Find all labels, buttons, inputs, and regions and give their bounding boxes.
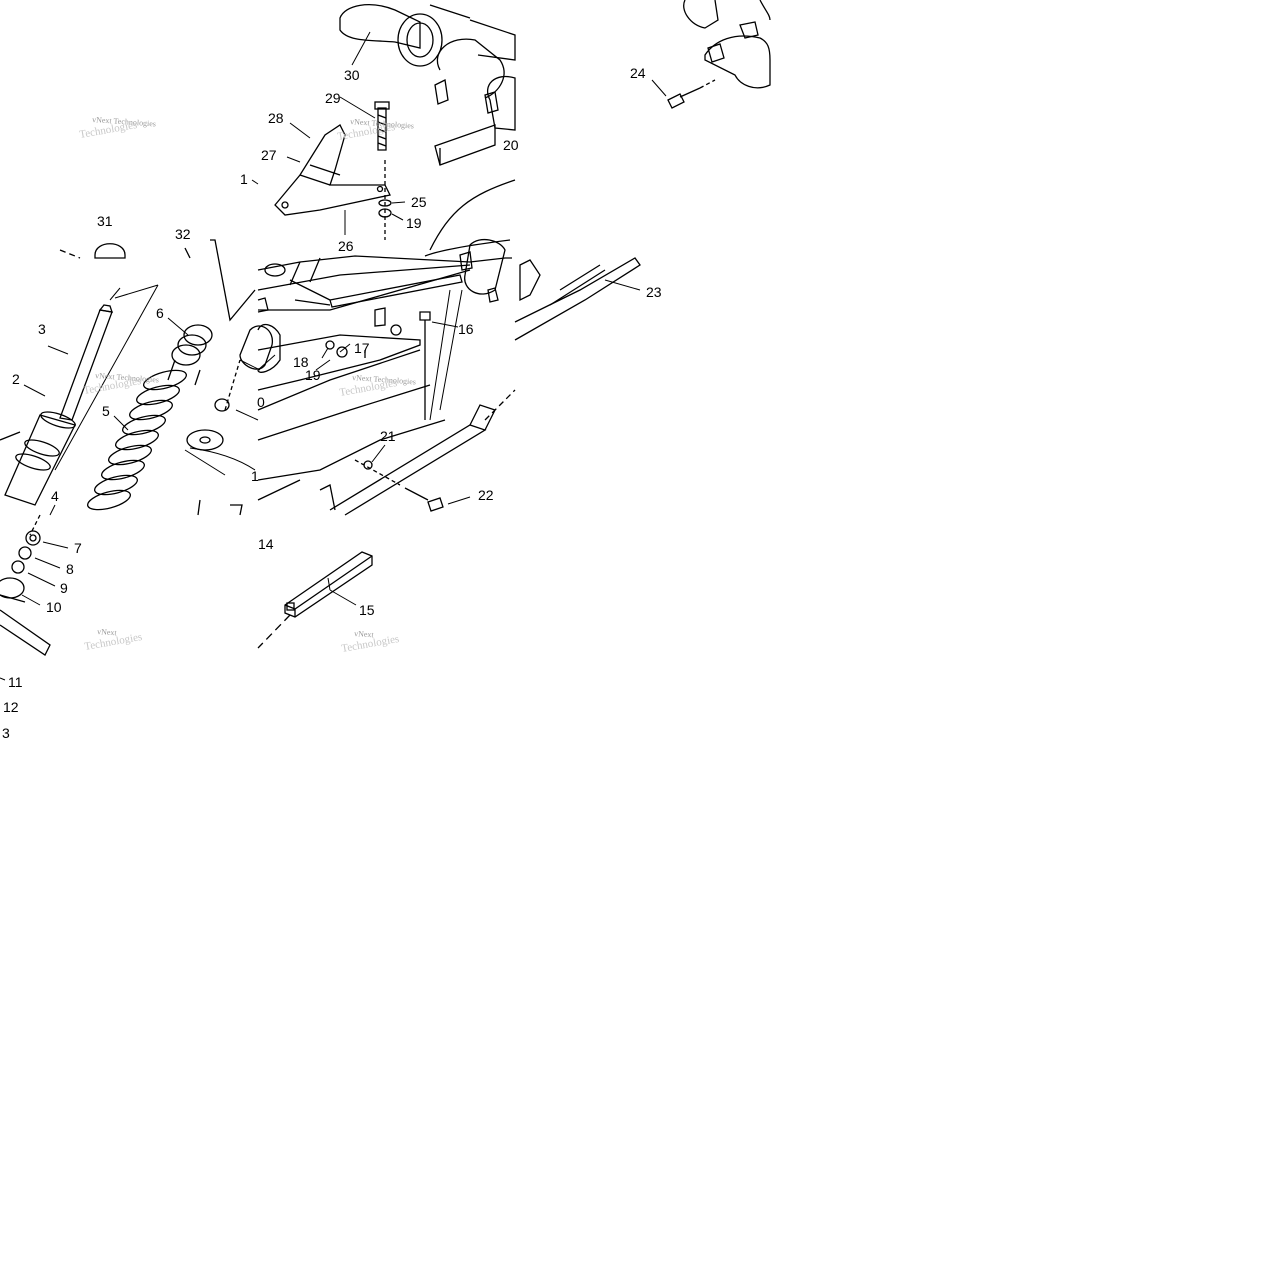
tile-center — [257, 238, 516, 516]
clamp-half-upper — [436, 38, 505, 99]
callout-20: 20 — [503, 137, 519, 153]
washer-1 — [186, 429, 224, 451]
washer-8 — [18, 546, 32, 560]
callout-6: 6 — [156, 305, 164, 321]
washer-9 — [11, 560, 25, 574]
bolt-24 — [667, 87, 701, 109]
callout-14: 14 — [258, 536, 274, 552]
coil-spring — [86, 369, 188, 511]
callout-12: 12 — [3, 699, 19, 715]
callout-16: 16 — [458, 321, 474, 337]
shock-body — [4, 414, 76, 506]
callout-2: 2 — [12, 371, 20, 387]
callout-10: 10 — [46, 599, 62, 615]
tile-mid-left — [0, 239, 273, 516]
svg-text:vNext: vNext — [97, 627, 118, 637]
callout-19-top: 19 — [406, 215, 422, 231]
svg-text:vNext: vNext — [354, 629, 375, 639]
callout-5: 5 — [102, 403, 110, 419]
callout-labels: 30 29 28 27 1 25 19 26 20 24 31 32 3 6 2… — [2, 65, 662, 741]
callout-11: 11 — [8, 674, 23, 690]
rail-bar — [329, 424, 487, 516]
callout-3-mid: 3 — [38, 321, 46, 337]
callout-3-bottom: 3 — [2, 725, 10, 741]
callout-32: 32 — [175, 226, 191, 242]
callout-31: 31 — [97, 213, 113, 229]
callout-7: 7 — [74, 540, 82, 556]
callout-21: 21 — [380, 428, 396, 444]
clamp-upper-right — [683, 0, 719, 29]
bolt-22 — [404, 487, 444, 512]
callout-19-mid: 19 — [305, 367, 321, 383]
axle-bar — [0, 609, 51, 656]
callout-8: 8 — [66, 561, 74, 577]
mount-bracket — [274, 124, 391, 216]
bolt-16 — [419, 311, 431, 420]
callout-29: 29 — [325, 90, 341, 106]
callout-30: 30 — [344, 67, 360, 83]
callout-24: 24 — [630, 65, 646, 81]
callout-1-mid: 1 — [251, 468, 259, 484]
callout-18: 18 — [293, 354, 309, 370]
swing-arm-beam — [257, 334, 421, 391]
callout-0: 0 — [257, 394, 265, 410]
callout-9: 9 — [60, 580, 68, 596]
callout-15: 15 — [359, 602, 375, 618]
svg-text:vNext Technologies: vNext Technologies — [92, 115, 156, 128]
callout-1-top: 1 — [240, 171, 248, 187]
bushing-31 — [94, 243, 126, 259]
tile-bottom-left — [0, 514, 69, 681]
square-tube — [284, 551, 373, 618]
clamp-lower-right — [704, 35, 771, 89]
callout-23: 23 — [646, 284, 662, 300]
svg-text:vNext Technologies: vNext Technologies — [350, 117, 414, 130]
callout-27: 27 — [261, 147, 277, 163]
tile-top-right — [651, 0, 771, 109]
callout-28: 28 — [268, 110, 284, 126]
rail-right — [514, 257, 641, 341]
tile-mid-right — [514, 257, 641, 341]
drive-shaft-body — [339, 4, 421, 49]
callout-17: 17 — [354, 340, 370, 356]
spacer-10 — [0, 577, 25, 599]
nut-x — [214, 398, 230, 412]
callout-25: 25 — [411, 194, 427, 210]
watermarks: vNext Technologies Technologies vNext Te… — [78, 115, 416, 655]
svg-text:vNext Technologies: vNext Technologies — [95, 371, 159, 384]
nut-7 — [25, 530, 41, 546]
damper-6 — [167, 324, 213, 386]
swing-arm-frame — [257, 255, 512, 271]
cross-tube — [329, 274, 463, 308]
callout-22: 22 — [478, 487, 494, 503]
shaft-collar — [397, 13, 443, 67]
svg-text:vNext Technologies: vNext Technologies — [352, 373, 416, 386]
nut-19-center — [336, 346, 348, 358]
washer-18 — [325, 340, 335, 350]
end-cap — [464, 238, 506, 295]
tile-bottom-center — [257, 551, 373, 649]
callout-26: 26 — [338, 238, 354, 254]
tile-top-center — [251, 4, 516, 257]
callout-4: 4 — [51, 488, 59, 504]
